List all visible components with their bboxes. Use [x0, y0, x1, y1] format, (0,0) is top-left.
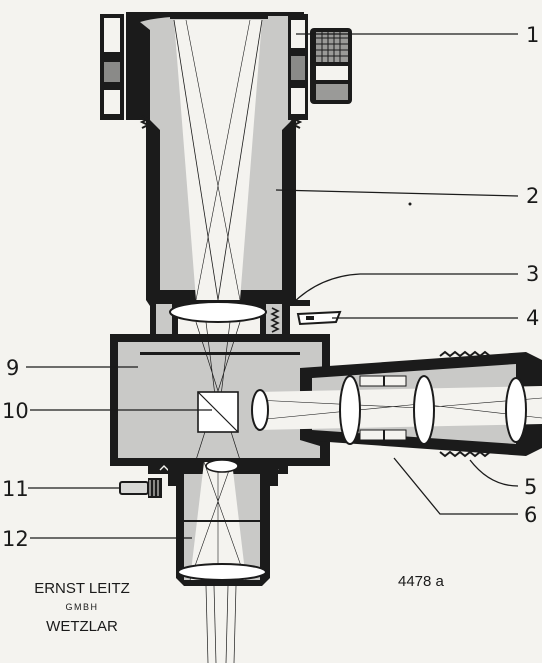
side-lenses [251, 375, 527, 445]
maker-form: GMBH [66, 602, 99, 612]
callout-1: 1 [526, 23, 539, 47]
bracket [296, 310, 342, 326]
callout-9: 9 [6, 356, 19, 380]
callout-5: 5 [524, 475, 537, 499]
callout-12: 12 [2, 527, 29, 551]
callout-6: 6 [524, 503, 537, 527]
upper-thread [139, 115, 303, 129]
exit-rays [205, 585, 237, 663]
leader-2 [275, 189, 519, 197]
clamp-screw [119, 478, 162, 498]
callout-10: 10 [2, 399, 29, 423]
bottom-lens [177, 563, 267, 581]
maker-city: WETZLAR [46, 618, 118, 635]
tube-lens [169, 301, 267, 323]
figure-number: 4478 a [398, 573, 445, 590]
leader-5 [469, 459, 519, 487]
beam-splitter-cube [197, 391, 239, 433]
upper-tube [126, 12, 304, 306]
maker-name: ERNST LEITZ [34, 580, 130, 597]
right-clamp-ring [288, 14, 308, 120]
lower-lens [205, 459, 239, 473]
callout-4: 4 [526, 306, 539, 330]
focusing-knob [310, 28, 352, 104]
ink-dot [408, 202, 412, 206]
leader-3 [291, 273, 518, 305]
left-knurled-ring [100, 14, 124, 120]
leader-6 [393, 457, 518, 515]
leader-lines [26, 33, 519, 539]
callout-2: 2 [526, 184, 539, 208]
lower-tube [168, 461, 278, 586]
callout-11: 11 [2, 477, 29, 501]
callout-3: 3 [526, 262, 539, 286]
